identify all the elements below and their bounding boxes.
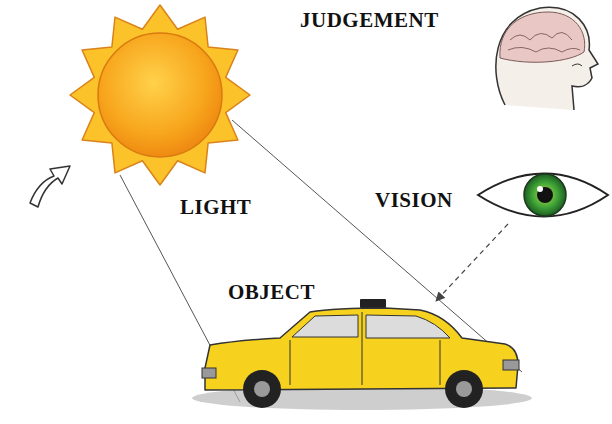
taxi-car — [192, 299, 532, 410]
sun-disc — [98, 33, 222, 157]
diagram-label: OBJECT — [228, 281, 315, 304]
light-ray — [232, 120, 522, 372]
diagram-label: VISION — [375, 189, 453, 212]
diagram-label: LIGHT — [180, 196, 251, 219]
eye — [478, 174, 608, 217]
vision-arrow — [436, 224, 508, 301]
diagram-label: JUDGEMENT — [300, 9, 439, 32]
head-profile — [496, 7, 598, 110]
rotation-arrow — [30, 166, 70, 207]
sun-rays — [70, 5, 250, 185]
